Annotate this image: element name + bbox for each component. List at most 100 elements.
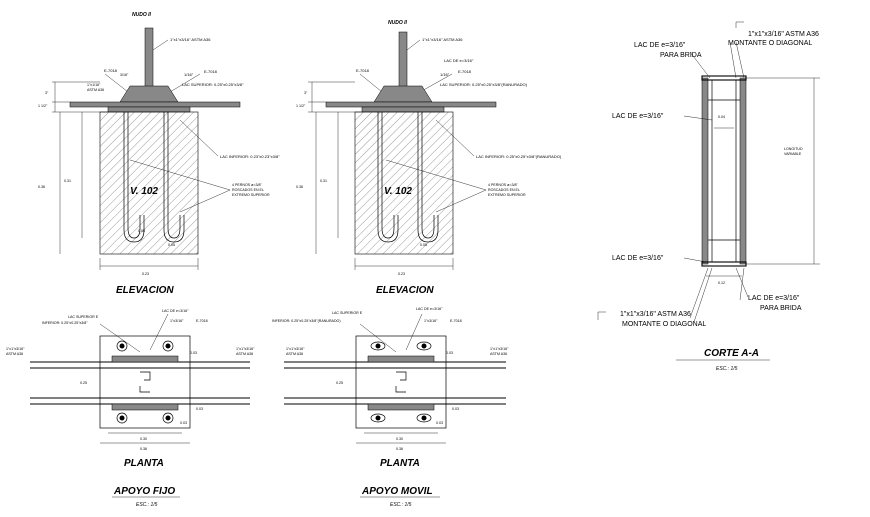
middle-plan-angle-r2: ASTM A36 xyxy=(490,352,507,356)
section-scale: ESC.: 1/5 xyxy=(716,366,738,372)
section-a-a: 1"x1"x3/16" ASTM A36 MONTANTE O DIAGONAL… xyxy=(597,21,820,372)
section-top-cap xyxy=(701,75,747,81)
middle-plan-dim-b: 0.03 xyxy=(452,407,459,411)
middle-dim-width: 0.23 xyxy=(398,272,405,276)
section-lac-top-2: PARA BRIDA xyxy=(660,52,702,59)
middle-plan-angle2: ASTM A36 xyxy=(286,352,303,356)
middle-plan-dim-w1: 0.30 xyxy=(396,437,403,441)
left-elev-title: ELEVACION xyxy=(116,285,174,296)
middle-dim-112: 1 1/2" xyxy=(296,104,306,108)
middle-plan-dim-c: 0.03 xyxy=(436,421,443,425)
left-support-title: APOYO FIJO xyxy=(113,486,175,497)
left-plan-angle: 1"x1"x3/16" xyxy=(6,347,25,351)
middle-plan-lac-sup: LAC SUPERIOR E xyxy=(332,311,363,315)
left-pernos-1: 4 PERNOS ø=3/8" xyxy=(232,183,262,187)
left-member-note: 1"x1"x3/16" ASTM A36 xyxy=(170,37,211,42)
middle-weld-left: E-7018 xyxy=(356,68,370,73)
middle-plan-dim-side: 0.25 xyxy=(336,381,343,385)
middle-pernos-1: 4 PERNOS ø=3/8" xyxy=(488,183,518,187)
left-dim-bottom2: 0.05 xyxy=(168,243,175,247)
left-weld-right: E-7018 xyxy=(204,69,218,74)
middle-node-label: NUDO II xyxy=(388,20,408,26)
middle-plan-dim-w2: 0.36 xyxy=(396,447,403,451)
middle-lac-superior: LAC SUPERIOR: 0.25"x0.25"x3/8"(RANURADO) xyxy=(440,82,528,87)
left-top-plate xyxy=(69,101,241,108)
left-lac-superior: LAC SUPERIOR: 0.25"x0.25"x3/8" xyxy=(182,82,244,87)
middle-bearing-plate xyxy=(361,106,445,113)
middle-elevation: NUDO II 1"x1"x3/16" ASTM A36 E-7018 LAC … xyxy=(296,20,562,296)
middle-member-note: 1"x1"x3/16" ASTM A36 xyxy=(422,37,463,42)
middle-plan-plate xyxy=(355,335,447,429)
left-weld-left-size: 3/16" xyxy=(120,73,129,77)
left-plan-dim-w1: 0.30 xyxy=(140,437,147,441)
section-lac-low: LAC DE e=3/16" xyxy=(612,255,664,262)
section-top-note-2: MONTANTE O DIAGONAL xyxy=(728,40,812,47)
middle-column-label: V. 102 xyxy=(384,186,412,197)
left-pernos-3: EXTREMO SUPERIOR xyxy=(232,193,270,197)
middle-plan-title: PLANTA xyxy=(380,458,420,469)
left-plan-weld2: E-7018 xyxy=(196,319,208,323)
middle-plan-bolts xyxy=(370,341,432,423)
section-lac-top: LAC DE e=3/16" xyxy=(634,42,686,49)
middle-support-title: APOYO MOVIL xyxy=(361,486,433,497)
section-length-2: VARIABLE xyxy=(784,152,802,156)
left-plate-note: 1"x1/16" xyxy=(87,83,101,87)
middle-weld-right-size: 1/16" xyxy=(440,72,450,77)
middle-dim-height: 0.36 xyxy=(296,185,303,189)
middle-plan-angle-r: 1"x1"x3/16" xyxy=(490,347,509,351)
middle-plan-weld: 1"x3/16" xyxy=(424,319,438,323)
left-weld-left: E-7018 xyxy=(104,68,118,73)
middle-dim-bottom: 0.05 xyxy=(420,243,427,247)
middle-weld-right: E-7018 xyxy=(458,69,472,74)
section-title: CORTE A-A xyxy=(704,348,759,359)
left-plan-angle-r2: ASTM A36 xyxy=(236,352,253,356)
middle-lac-e: LAC DE e=3/16" xyxy=(444,58,474,63)
left-lac-inferior: LAC INFERIOR: 0.23"x0.23"x3/8" xyxy=(220,154,280,159)
left-concrete-column xyxy=(99,111,199,255)
section-bottom-note-2: MONTANTE O DIAGONAL xyxy=(622,321,706,328)
middle-plan-weld2: E-7018 xyxy=(450,319,462,323)
left-elevation: NUDO II 1"x1"x3/16" ASTM A36 E-7018 3/16… xyxy=(38,12,280,296)
middle-plan-lac-e: LAC DE e=3/16" xyxy=(416,307,443,311)
left-pernos-2: ROSCADOS EN EL xyxy=(232,188,264,192)
left-node-label: NUDO II xyxy=(132,12,152,18)
middle-scale: ESC.: 1/5 xyxy=(390,502,412,508)
left-plan-lac-inf: INFERIOR: 0.25"x0.25"x3/8" xyxy=(42,321,88,325)
middle-dim-3: 3" xyxy=(304,91,308,95)
middle-gusset-plate xyxy=(373,85,433,103)
left-plan-dim-a: 0.03 xyxy=(190,351,197,355)
left-plan-lac-sup: LAC SUPERIOR E xyxy=(68,315,99,319)
left-plan-dim-side: 0.25 xyxy=(80,381,87,385)
left-plan-bolts xyxy=(116,340,174,424)
section-bottom-note-1: 1"x1"x3/16" ASTM A36 xyxy=(620,311,691,318)
left-plan-dim-w2: 0.36 xyxy=(140,447,147,451)
section-length-1: LONGITUD xyxy=(784,147,803,151)
middle-elev-title: ELEVACION xyxy=(376,285,434,296)
middle-plan: LAC SUPERIOR E INFERIOR: 0.25"x0.25"x3/8… xyxy=(272,307,509,508)
left-plan-plate xyxy=(99,335,191,429)
section-lac-bottom: LAC DE e=3/16" xyxy=(748,295,800,302)
middle-pernos-3: EXTREMO SUPERIOR xyxy=(488,193,526,197)
left-plate-note-2: ASTM A36 xyxy=(87,88,104,92)
middle-pernos-2: ROSCADOS EN EL xyxy=(488,188,520,192)
section-bottom-cap xyxy=(701,261,747,267)
left-dim-3: 3" xyxy=(45,91,49,95)
left-gusset-plate xyxy=(119,85,179,103)
middle-plan-angle: 1"x1"x3/16" xyxy=(286,347,305,351)
left-dim-width: 0.23 xyxy=(142,272,149,276)
left-plan-title: PLANTA xyxy=(124,458,164,469)
left-dim-height: 0.36 xyxy=(38,185,45,189)
left-plan-angle-r: 1"x1"x3/16" xyxy=(236,347,255,351)
left-weld-right-size: 1/16" xyxy=(184,72,194,77)
left-column-label: V. 102 xyxy=(130,186,158,197)
left-plan: LAC SUPERIOR E INFERIOR: 0.25"x0.25"x3/8… xyxy=(6,309,255,508)
section-right-flange xyxy=(739,77,747,265)
left-bearing-plate xyxy=(107,106,191,113)
left-plan-lac-e: LAC DE e=3/16" xyxy=(162,309,189,313)
middle-dim-inner: 0.31 xyxy=(320,179,327,183)
middle-plan-dim-a: 0.03 xyxy=(446,351,453,355)
middle-concrete-column xyxy=(354,111,454,255)
section-lac-mid: LAC DE e=3/16" xyxy=(612,113,664,120)
section-left-flange xyxy=(701,77,709,265)
